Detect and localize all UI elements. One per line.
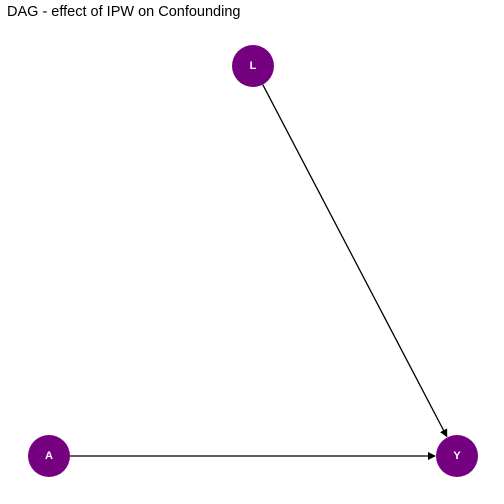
edges-layer: [70, 84, 448, 460]
nodes-layer: L A Y: [28, 45, 478, 477]
node-l-label: L: [250, 60, 257, 72]
figure-title: DAG - effect of IPW on Confounding: [7, 4, 241, 20]
node-a-label: A: [45, 450, 53, 462]
node-a: A: [28, 435, 70, 477]
node-l-circle: [232, 45, 274, 87]
node-y-label: Y: [453, 450, 461, 462]
node-a-circle: [28, 435, 70, 477]
node-y-circle: [436, 435, 478, 477]
node-y: Y: [436, 435, 478, 477]
node-l: L: [232, 45, 274, 87]
edge-l-to-y: [262, 84, 448, 438]
